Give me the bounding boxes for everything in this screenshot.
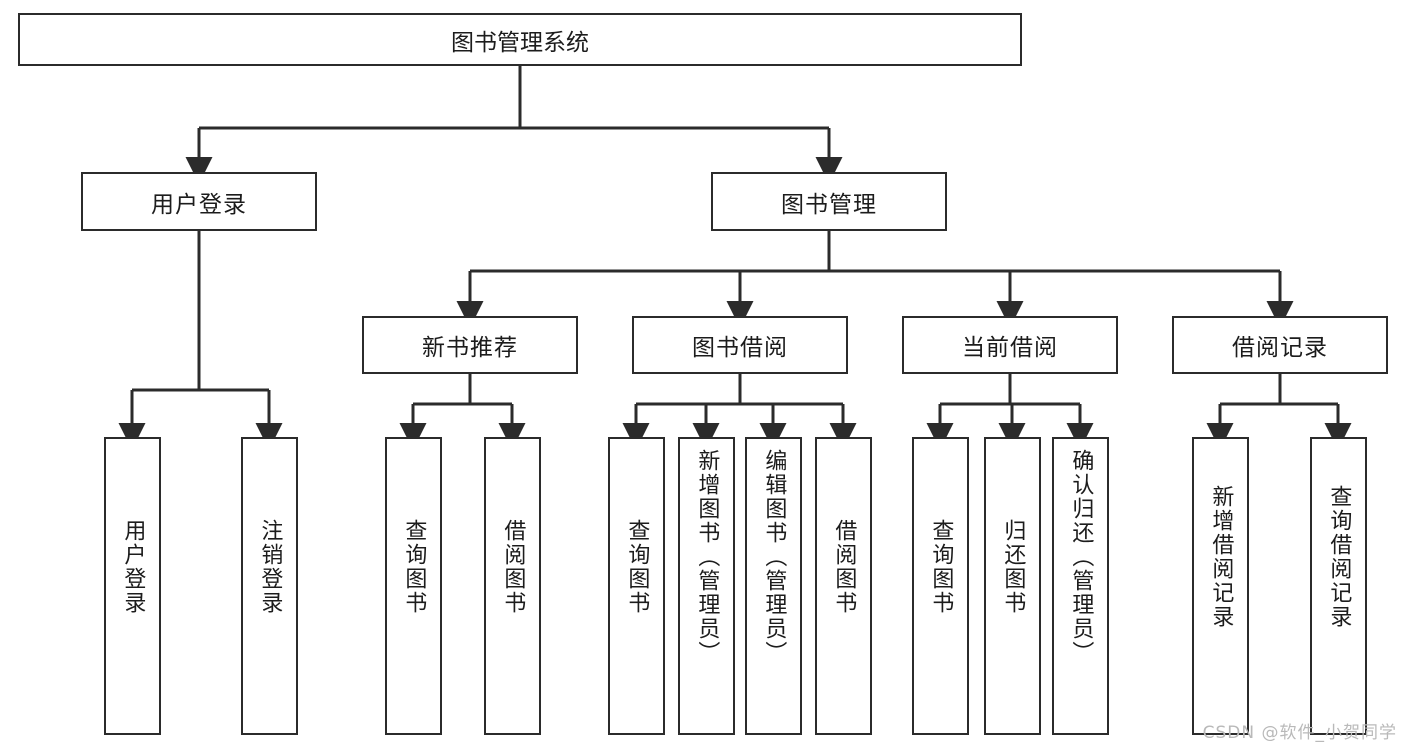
watermark-text: CSDN @软件_小贺同学	[1202, 723, 1397, 743]
node-leaf-query-book-3[interactable]: 查询图书	[912, 437, 969, 735]
node-current-borrow-label: 当前借阅	[962, 335, 1058, 361]
node-leaf-query-book-1[interactable]: 查询图书	[385, 437, 442, 735]
leaf-label: 新增借阅记录	[1208, 485, 1234, 629]
node-new-book-rec-label: 新书推荐	[422, 335, 518, 361]
node-book-manage[interactable]: 图书管理	[711, 172, 947, 231]
leaf-label: 查询图书	[928, 519, 954, 615]
node-borrow-record-label: 借阅记录	[1232, 335, 1328, 361]
node-book-manage-label: 图书管理	[781, 191, 877, 218]
node-new-book-rec[interactable]: 新书推荐	[362, 316, 578, 374]
node-root[interactable]: 图书管理系统	[18, 13, 1022, 66]
leaf-label: 查询图书	[624, 519, 650, 615]
leaf-label: 查询图书	[401, 519, 427, 615]
node-borrow-record[interactable]: 借阅记录	[1172, 316, 1388, 374]
leaf-label: 借阅图书	[831, 519, 857, 615]
node-leaf-edit-book[interactable]: 编辑图书（管理员）	[745, 437, 802, 735]
node-leaf-borrow-book-1[interactable]: 借阅图书	[484, 437, 541, 735]
node-leaf-query-book-2[interactable]: 查询图书	[608, 437, 665, 735]
node-leaf-user-login[interactable]: 用户登录	[104, 437, 161, 735]
node-user-login[interactable]: 用户登录	[81, 172, 317, 231]
node-book-borrow[interactable]: 图书借阅	[632, 316, 848, 374]
leaf-label: 借阅图书	[500, 519, 526, 615]
node-book-borrow-label: 图书借阅	[692, 335, 788, 361]
node-leaf-confirm-return[interactable]: 确认归还（管理员）	[1052, 437, 1109, 735]
node-leaf-query-record[interactable]: 查询借阅记录	[1310, 437, 1367, 735]
leaf-label: 确认归还（管理员）	[1068, 449, 1094, 665]
node-leaf-add-book[interactable]: 新增图书（管理员）	[678, 437, 735, 735]
leaf-label: 归还图书	[1000, 519, 1026, 615]
leaf-label: 查询借阅记录	[1326, 485, 1352, 629]
leaf-label: 用户登录	[120, 519, 146, 615]
node-user-login-label: 用户登录	[151, 191, 247, 218]
leaf-label: 新增图书（管理员）	[694, 449, 720, 665]
leaf-label: 编辑图书（管理员）	[761, 449, 787, 665]
node-leaf-add-record[interactable]: 新增借阅记录	[1192, 437, 1249, 735]
node-leaf-borrow-book-2[interactable]: 借阅图书	[815, 437, 872, 735]
node-current-borrow[interactable]: 当前借阅	[902, 316, 1118, 374]
node-leaf-logout[interactable]: 注销登录	[241, 437, 298, 735]
node-root-label: 图书管理系统	[451, 29, 589, 56]
node-leaf-return-book[interactable]: 归还图书	[984, 437, 1041, 735]
leaf-label: 注销登录	[257, 519, 283, 615]
